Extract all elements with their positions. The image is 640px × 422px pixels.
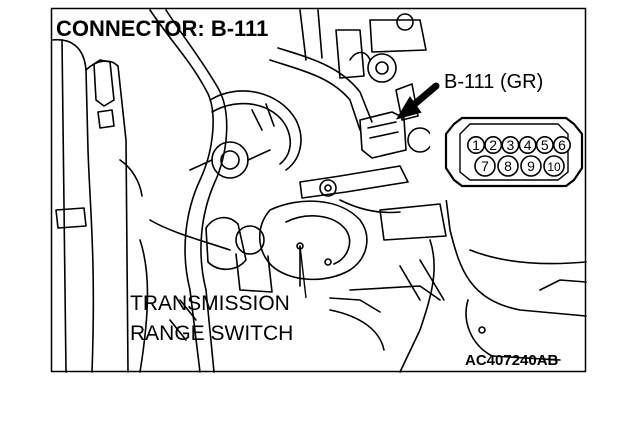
connector-pin: [466, 136, 485, 155]
connector-pin: [552, 136, 571, 155]
connector-pin-number: 9: [527, 158, 535, 174]
connector-label: B-111 (GR): [444, 71, 543, 93]
connector-pin: [543, 155, 565, 177]
connector-pin-number: 5: [541, 137, 549, 153]
connector-pin: [484, 136, 503, 155]
component-leader-line: [299, 245, 307, 299]
connector-pin: [518, 136, 537, 155]
connector-arrow: [395, 82, 440, 120]
connector-pin-number: 10: [547, 160, 561, 174]
connector-pin-number: 8: [504, 158, 512, 174]
connector-pin-number: 2: [489, 137, 497, 153]
connector-pin-number: 1: [472, 137, 480, 153]
component-label-line2: RANGE SWITCH: [130, 322, 293, 345]
connector-pin: [520, 155, 542, 177]
connector-pin-number: 7: [481, 158, 489, 174]
connector-pin-number: 6: [558, 137, 566, 153]
connector-pin: [535, 136, 554, 155]
connector-pin-number: 4: [524, 137, 532, 153]
component-label-line1: TRANSMISSION: [130, 292, 290, 315]
connector-pin-number: 3: [507, 137, 515, 153]
engine-bay-drawing: [51, 9, 587, 373]
connector-pin: [474, 155, 496, 177]
connector-pin: [501, 136, 520, 155]
figure-code: AC407240AB: [465, 352, 559, 369]
connector-pin: [497, 155, 519, 177]
diagram-title: CONNECTOR: B-111: [56, 16, 268, 41]
